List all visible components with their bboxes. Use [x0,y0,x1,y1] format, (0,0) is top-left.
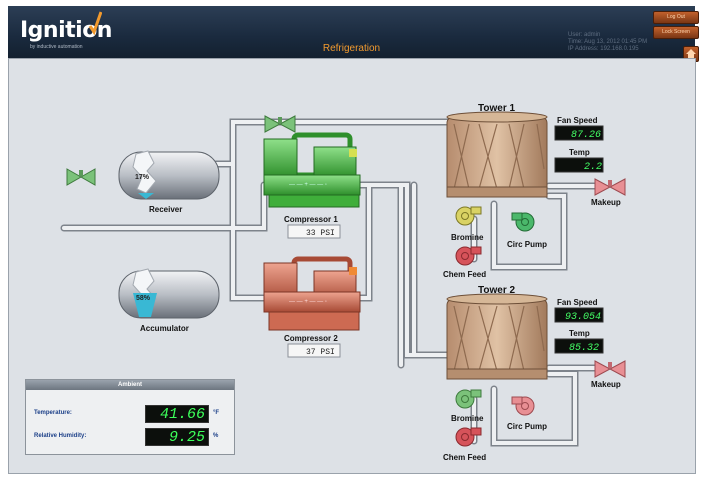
tower-1-chem-feed-pump[interactable] [455,246,482,266]
tower-1-chem-feed-label: Chem Feed [443,270,486,279]
tower-1-bromine-pump[interactable] [455,206,482,226]
compressor-2[interactable]: — — + — — ◦ [263,256,361,331]
compressor-2-psi: 37 PSI [306,348,335,357]
page-title: Refrigeration [322,43,381,54]
receiver-level-text: 17% [135,174,150,181]
compressor-1-label: Compressor 1 [284,215,338,224]
tower-2-label: Tower 2 [478,285,515,296]
tower-1[interactable] [446,111,548,198]
time-info: Time: Aug 13, 2012 01:45 PM [568,39,648,45]
humidity-label: Relative Humidity: [34,433,87,439]
temperature-label: Temperature: [34,410,72,416]
valve-receiver-outlet[interactable] [264,115,296,133]
tower-1-fan-speed-label: Fan Speed [557,116,598,125]
tower-1-circ-pump[interactable] [511,212,535,232]
receiver-tank[interactable]: 17% [118,150,220,200]
tower-2-circ-pump[interactable] [511,396,535,416]
tower-2-bromine-label: Bromine [451,414,484,423]
tower-1-bromine-label: Bromine [451,233,484,242]
tower-2-fan-speed-value: 93.054 [565,312,601,323]
tower-1-label: Tower 1 [478,103,515,114]
compressor-1[interactable]: — — + — — ◦ [263,132,361,208]
tower-2[interactable] [446,293,548,380]
valve-makeup-1[interactable] [594,178,626,196]
main-panel: 17% Receiver 58% Accumulator — — + — — ◦ [8,58,696,474]
svg-text:— — + — — ◦: — — + — — ◦ [289,182,327,188]
logo-tagline: by inductive automation [30,44,83,50]
system-info: User: admin Time: Aug 13, 2012 01:45 PM … [568,32,647,53]
tower-2-temp-label: Temp [569,329,590,338]
tower-2-temp-display [554,338,604,354]
valve-makeup-2[interactable] [594,360,626,378]
header-bar: Ignition by inductive automation Refrige… [8,6,699,62]
tower-1-fan-speed-display [554,125,604,141]
tower-1-temp-display [554,157,604,173]
home-icon [686,49,696,59]
tower-2-makeup-label: Makeup [591,380,621,389]
accumulator-level-text: 58% [136,295,151,302]
logo-check-icon [88,11,102,36]
tower-2-fan-speed-label: Fan Speed [557,298,598,307]
compressor-1-psi: 33 PSI [306,229,335,238]
compressor-2-psi-box [287,343,341,358]
tower-2-chem-feed-pump[interactable] [455,427,482,447]
svg-text:— — + — — ◦: — — + — — ◦ [289,299,327,305]
logout-button[interactable]: Log Out [653,11,699,24]
tower-2-fan-speed-display [554,307,604,323]
tower-1-fan-speed-value: 87.26 [571,130,601,141]
ambient-title: Ambient [26,380,234,390]
user-info: User: admin [568,32,601,38]
tower-2-chem-feed-label: Chem Feed [443,453,486,462]
valve-inlet[interactable] [66,168,96,186]
lock-screen-button[interactable]: Lock Screen [653,26,699,39]
tower-1-makeup-label: Makeup [591,198,621,207]
receiver-label: Receiver [149,205,182,214]
humidity-unit: % [213,433,219,439]
temperature-unit: °F [213,410,220,416]
compressor-1-psi-box [287,224,341,239]
tower-2-temp-value: 85.32 [569,343,599,354]
ip-info: IP Address: 192.168.0.195 [568,46,639,52]
tower-2-bromine-pump[interactable] [455,389,482,409]
ambient-panel: Ambient Temperature: 41.66 °F Relative H… [25,379,235,455]
accumulator-label: Accumulator [140,324,189,333]
tower-1-temp-label: Temp [569,148,590,157]
compressor-2-label: Compressor 2 [284,334,338,343]
accumulator-tank[interactable]: 58% [118,268,220,319]
tower-1-temp-value: 2.2 [584,162,602,173]
process-diagram: 17% Receiver 58% Accumulator — — + — — ◦ [60,103,626,462]
humidity-display: 9.25 [145,428,209,446]
tower-1-circ-pump-label: Circ Pump [507,240,547,249]
tower-2-circ-pump-label: Circ Pump [507,422,547,431]
temperature-display: 41.66 [145,405,209,423]
